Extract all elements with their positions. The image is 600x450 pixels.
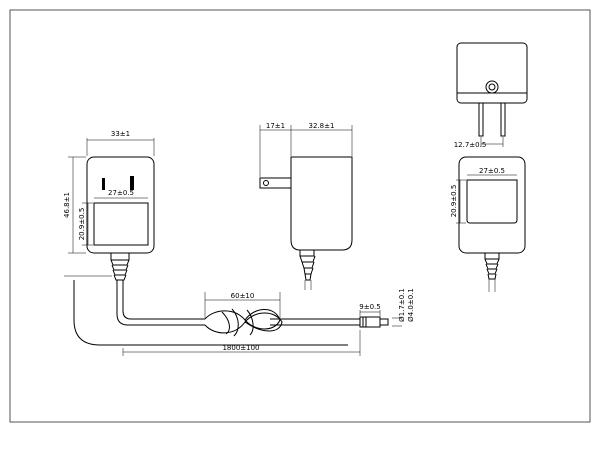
- top-view-center-boss: [485, 80, 499, 94]
- front-view-prong-slot-right: [130, 176, 134, 190]
- rear-view-label-area: [466, 179, 518, 224]
- front-view: 33±1 27±0.5 46.8±1 20.9±0.5: [63, 130, 155, 281]
- top-view-body: [456, 42, 528, 104]
- side-view-strain-relief-ribs: [299, 255, 316, 281]
- front-view-prong-slot-left: [102, 178, 105, 190]
- side-view-prong: [259, 177, 292, 189]
- cable: 60±10 1800±100: [73, 280, 361, 356]
- side-view: 17±1 32.8±1: [259, 122, 353, 290]
- front-view-width-dimension: 33±1: [86, 130, 155, 156]
- front-width-label: 33±1: [111, 130, 130, 138]
- coil-length-label: 60±10: [231, 292, 255, 300]
- page-frame: [9, 9, 591, 423]
- prong-length-label: 17±1: [266, 122, 285, 130]
- rear-inner-width-label: 27±0.5: [479, 167, 505, 175]
- front-view-inner-width-dimension: 27±0.5: [94, 189, 148, 199]
- cable-coil: [204, 308, 283, 337]
- cable-length-label: 1800±100: [222, 344, 259, 352]
- front-view-strain-relief-ribs: [110, 259, 130, 281]
- plug-length-label: 9±0.5: [359, 303, 380, 311]
- front-view-strain-relief: [110, 252, 130, 261]
- front-inner-height-label: 20.9±0.5: [78, 208, 86, 241]
- inner-diameter-label: Ø1.7±0.1: [398, 288, 406, 322]
- prong-spacing-label: 12.7±0.5: [454, 141, 487, 149]
- top-view: 12.7±0.5: [454, 42, 528, 149]
- front-inner-width-label: 27±0.5: [108, 189, 134, 197]
- side-width-label: 32.8±1: [309, 122, 335, 130]
- rear-inner-height-label: 20.9±0.5: [450, 185, 458, 218]
- front-height-label: 46.8±1: [63, 192, 71, 218]
- outer-diameter-label: Ø4.0±0.1: [407, 288, 415, 322]
- front-view-inner-height-dimension: 20.9±0.5: [78, 202, 93, 246]
- rear-view-strain-relief-ribs: [484, 258, 500, 280]
- side-view-body: [290, 156, 353, 251]
- front-view-label-area: [93, 202, 149, 246]
- dc-plug: 9±0.5 Ø1.7±0.1 Ø4.0±0.1: [359, 288, 415, 328]
- rear-view: 27±0.5 20.9±0.5: [450, 156, 526, 292]
- front-view-height-dimension: 46.8±1: [63, 156, 86, 254]
